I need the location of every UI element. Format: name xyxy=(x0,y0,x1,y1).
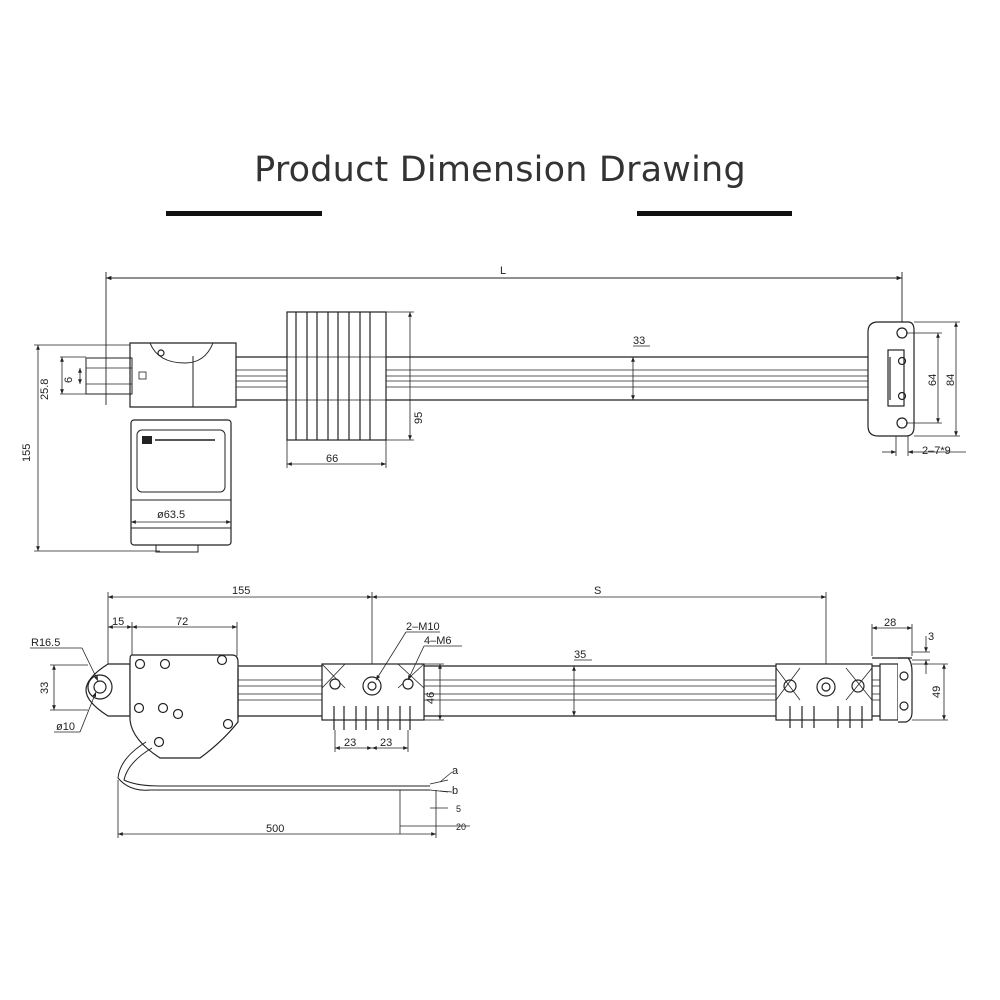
motor-body xyxy=(85,342,237,553)
overall-length-label: L xyxy=(500,265,506,277)
bottom-view xyxy=(30,592,948,838)
page-title: Product Dimension Drawing xyxy=(254,150,746,190)
motor-width-dimension xyxy=(60,356,86,395)
end-bracket-top xyxy=(867,321,915,437)
clamp-right-label: 23 xyxy=(380,737,392,749)
end-plate-side xyxy=(872,657,913,723)
clevis-width-label: 33 xyxy=(39,682,51,694)
clamp-left-label: 23 xyxy=(344,737,356,749)
fin-height-dimension xyxy=(386,311,414,441)
fin-width-dimension xyxy=(286,440,387,468)
motor-dia-label: ø63.5 xyxy=(157,509,185,521)
clamp-screws-label: 4–M6 xyxy=(424,635,452,647)
mount-holes-label: 2–7*9 xyxy=(922,445,951,457)
strip-5-label: 5 xyxy=(456,804,461,814)
top-view xyxy=(34,272,966,553)
title-rule-left xyxy=(166,211,322,216)
bracket-inner-label: 64 xyxy=(927,374,939,386)
wire-a-label: a xyxy=(452,765,459,777)
wire-b-label: b xyxy=(452,785,458,797)
tube-height-label: 35 xyxy=(574,649,586,661)
bracket-dimensions xyxy=(882,321,966,456)
clamp-block-top xyxy=(286,311,387,441)
offset-15-label: 15 xyxy=(112,616,124,628)
motor-length-label: 72 xyxy=(176,616,188,628)
cable-dimensions xyxy=(117,780,470,838)
rear-to-clamp-label: 155 xyxy=(232,585,250,597)
total-height-dimension xyxy=(34,344,160,552)
end-width-label: 28 xyxy=(884,617,896,629)
clamp-spacing-dimension xyxy=(334,730,409,752)
rod-dia-label: 33 xyxy=(633,335,645,347)
stroke-label: S xyxy=(594,585,601,597)
cable xyxy=(117,741,453,793)
clamp-block-right xyxy=(775,663,873,728)
clevis-radius-label: R16.5 xyxy=(31,637,60,649)
end-thickness-label: 3 xyxy=(928,631,934,643)
clamp-height-label: 46 xyxy=(425,692,437,704)
end-dimensions xyxy=(871,624,948,721)
title-rule-right xyxy=(637,211,792,216)
end-height-label: 49 xyxy=(931,686,943,698)
clamp-leaders xyxy=(375,631,462,681)
rod-dia-dimension xyxy=(631,345,650,400)
fin-width-label: 66 xyxy=(326,453,338,465)
bracket-outer-label: 84 xyxy=(945,374,957,386)
motor-width-label: 25.8 xyxy=(39,379,51,400)
stroke-dimension xyxy=(107,592,827,720)
clamp-thread-label: 2–M10 xyxy=(406,621,440,633)
clevis-motor xyxy=(85,654,239,759)
clevis-hole-label: ø10 xyxy=(56,721,75,733)
clevis-dimensions xyxy=(30,647,99,733)
clamp-block-middle xyxy=(321,663,425,730)
overall-length-dimension xyxy=(105,272,903,405)
total-height-label: 155 xyxy=(21,444,33,462)
motor-inner-label: 6 xyxy=(63,377,75,383)
strip-20-label: 20 xyxy=(456,822,466,832)
tube-height-dimension xyxy=(424,659,592,721)
cable-length-label: 500 xyxy=(266,823,284,835)
fin-height-label: 95 xyxy=(413,412,425,424)
